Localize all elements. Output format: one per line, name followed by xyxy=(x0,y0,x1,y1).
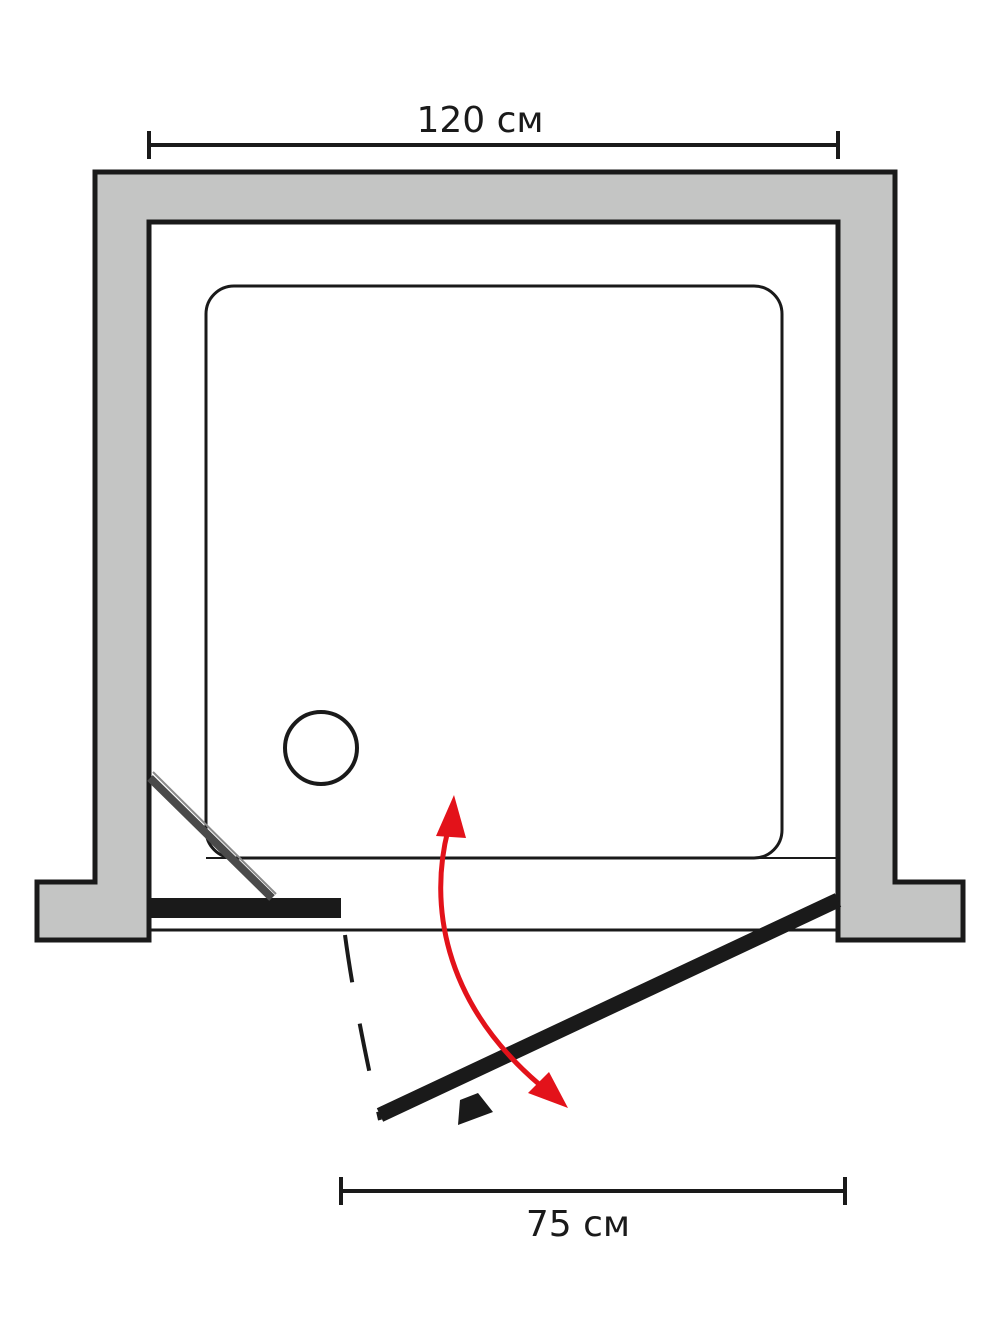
support-bar-highlight xyxy=(152,771,277,895)
swing-arrow-curve xyxy=(438,829,542,1087)
door-width-label: 75 см xyxy=(526,1204,630,1245)
top-dimension: 120 см xyxy=(147,100,840,159)
swing-arrow-head-up xyxy=(436,795,466,838)
support-bar xyxy=(147,775,275,901)
swing-arrow xyxy=(436,795,568,1108)
door-panel xyxy=(376,893,842,1122)
swing-arrow-head-down xyxy=(528,1072,568,1108)
wall xyxy=(34,169,966,943)
drain xyxy=(283,710,359,786)
door-handle xyxy=(458,1093,493,1125)
bottom-dimension: 75 см xyxy=(339,1177,847,1245)
fixed-panel xyxy=(149,898,341,918)
door-swing-path xyxy=(343,934,382,1121)
width-label: 120 см xyxy=(416,100,543,141)
